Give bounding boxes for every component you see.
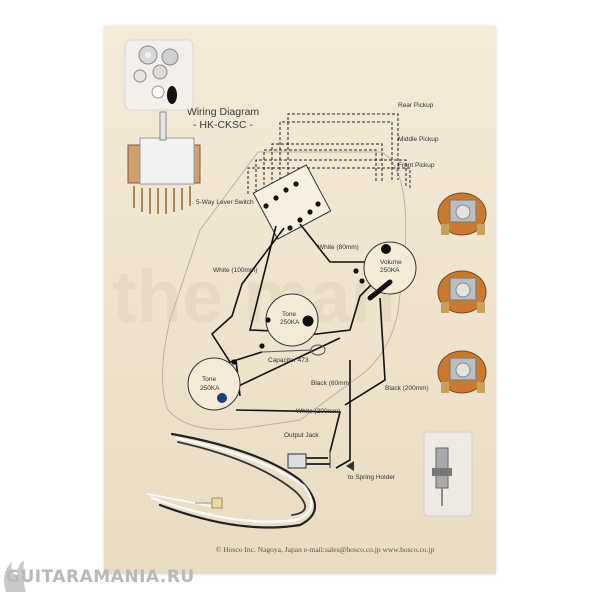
- pickguard-outline: [162, 151, 407, 431]
- rear-pickup-label: Rear Pickup: [398, 102, 434, 109]
- tone-pot-top-shape: [259, 293, 319, 349]
- diagram-title-line2: - HK-CKSC -: [192, 119, 254, 131]
- flame-logo-icon: [4, 560, 26, 592]
- diagram-title-line1: Wiring Diagram: [186, 106, 260, 118]
- tone-top-value: 250KA: [280, 319, 300, 326]
- capacitor-label: Capacitor 473: [268, 357, 309, 364]
- output-jack-shape: [287, 450, 354, 471]
- black-200-label: Black (200mm): [385, 385, 429, 392]
- black-60-label: Black (60mm): [311, 380, 352, 387]
- volume-value: 250KA: [380, 267, 400, 274]
- volume-pot-shape: [353, 241, 417, 301]
- front-pickup-label: Front Pickup: [398, 162, 435, 169]
- output-jack-label: Output Jack: [284, 432, 319, 439]
- tone-bottom-value: 250KA: [200, 385, 220, 392]
- potentiometer-3: [437, 350, 487, 394]
- potentiometer-1: [437, 192, 487, 236]
- sheet-footer: © Hosco Inc. Nagoya, Japan e-mail:sales@…: [215, 545, 435, 554]
- middle-pickup-label: Middle Pickup: [398, 136, 439, 143]
- pickup-leads: [247, 113, 411, 194]
- white-80-label: White (80mm): [318, 244, 359, 251]
- volume-label: Volume: [380, 259, 402, 266]
- tone-pot-bottom-shape: [187, 357, 241, 411]
- capacitor-part: [195, 497, 223, 509]
- wire-bundle: [147, 432, 316, 529]
- spring-holder-label: to Spring Holder: [348, 474, 395, 481]
- tone-top-label: Tone: [282, 311, 297, 318]
- capacitor-shape: [261, 344, 326, 356]
- output-jack-part: [423, 431, 473, 517]
- five-way-switch: [127, 111, 201, 214]
- potentiometer-2: [437, 270, 487, 314]
- tone-bottom-label: Tone: [202, 376, 217, 383]
- white-100-label: White (100mm): [213, 267, 258, 274]
- lever-switch-shape: [252, 164, 332, 240]
- site-watermark: GUITARAMANIA.RU: [6, 567, 195, 587]
- white-200-label: White (200mm): [296, 408, 341, 415]
- lever-switch-label: 5-Way Lever Switch: [196, 199, 254, 206]
- hardware-bag: [124, 39, 194, 111]
- diagram-title: Wiring Diagram - HK-CKSC -: [168, 106, 278, 132]
